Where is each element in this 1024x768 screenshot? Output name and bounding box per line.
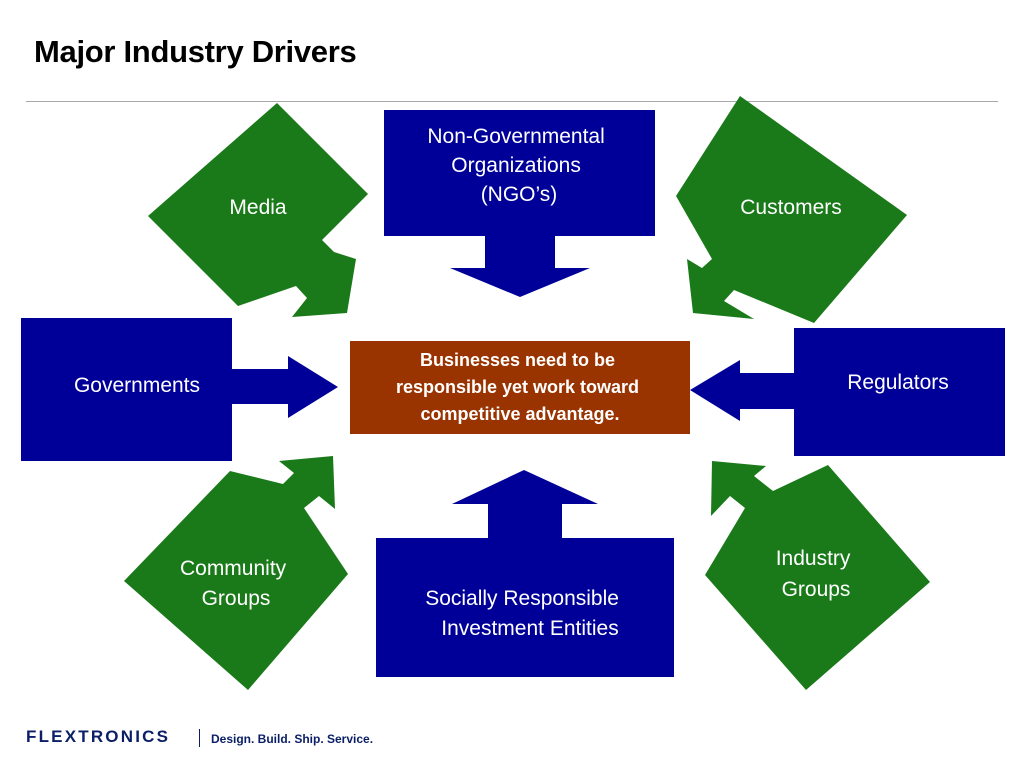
driver-community-groups: Community Groups (124, 456, 348, 690)
brand-logo: FLEXTRONICS (26, 727, 171, 746)
sri-label: Socially Responsible Investment Entities (425, 587, 625, 640)
center-box (350, 341, 690, 434)
driver-governments: Governments (21, 318, 338, 461)
governments-label: Governments (74, 374, 200, 397)
footer-tagline: Design. Build. Ship. Service. (211, 732, 374, 746)
governments-shape (21, 318, 338, 461)
ngo-shape (384, 110, 655, 297)
center-text: Businesses need to be responsible yet wo… (396, 350, 644, 424)
industry-shape (705, 461, 930, 690)
driver-media: Media (148, 103, 368, 317)
customers-shape (676, 96, 907, 323)
driver-ngo: Non-Governmental Organizations (NGO’s) (384, 110, 655, 297)
center-statement: Businesses need to be responsible yet wo… (350, 341, 690, 434)
regulators-label: Regulators (847, 371, 949, 394)
driver-customers: Customers (676, 96, 907, 323)
community-label: Community Groups (180, 557, 292, 610)
customers-label: Customers (740, 196, 842, 219)
media-label: Media (229, 196, 287, 219)
driver-sri: Socially Responsible Investment Entities (376, 470, 674, 677)
page-title: Major Industry Drivers (34, 34, 357, 69)
regulators-shape (690, 328, 1005, 456)
title-divider (26, 101, 998, 102)
driver-regulators: Regulators (690, 328, 1005, 456)
sri-shape (376, 470, 674, 677)
ngo-label: Non-Governmental Organizations (NGO’s) (427, 125, 610, 206)
industry-label: Industry Groups (776, 547, 857, 601)
community-shape (124, 456, 348, 690)
driver-industry-groups: Industry Groups (705, 461, 930, 690)
footer-divider (199, 729, 200, 747)
media-shape (148, 103, 368, 317)
